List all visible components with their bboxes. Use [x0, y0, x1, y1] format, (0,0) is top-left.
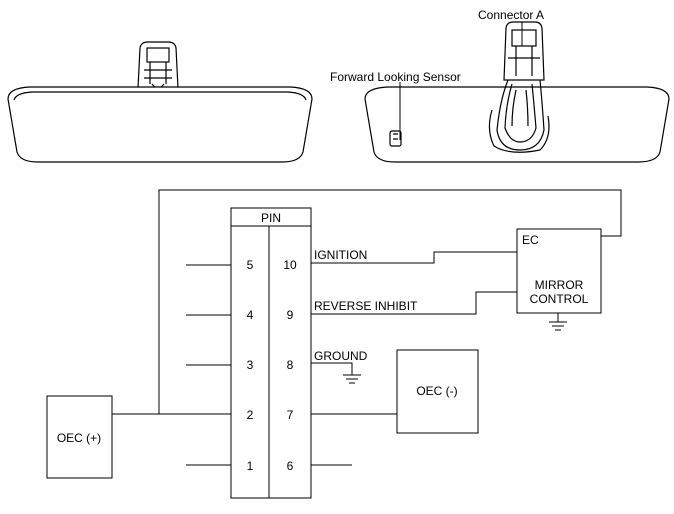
- pin-8: 8: [287, 358, 294, 372]
- pin-6: 6: [287, 459, 294, 473]
- oec-plus-box: [46, 395, 113, 479]
- pin-1: 1: [247, 459, 254, 473]
- pin-3: 3: [247, 358, 254, 372]
- ground-label: GROUND: [314, 349, 368, 363]
- pin-header: PIN: [261, 211, 281, 225]
- mirror-label: MIRROR: [535, 278, 584, 292]
- ignition-label: IGNITION: [314, 248, 367, 262]
- pin-2: 2: [247, 408, 254, 422]
- pin-10: 10: [283, 258, 297, 272]
- forward-looking-sensor-label: Forward Looking Sensor: [330, 70, 461, 84]
- mirror-rear-illustration: [364, 21, 670, 163]
- pin-5: 5: [247, 258, 254, 272]
- oec-plus-label: OEC (+): [57, 431, 101, 445]
- ec-label: EC: [522, 233, 539, 247]
- oec-minus-label: OEC (-): [416, 384, 457, 398]
- pin-4: 4: [247, 308, 254, 322]
- pin-connector-table: [230, 207, 312, 499]
- wiring: [112, 189, 622, 466]
- oec-minus-box: [396, 349, 479, 434]
- control-label: CONTROL: [530, 292, 589, 306]
- reverse-inhibit-label: REVERSE INHIBIT: [314, 299, 418, 313]
- ec-mirror-control-box: [516, 228, 602, 314]
- pin-9: 9: [287, 308, 294, 322]
- connector-a-label: Connector A: [478, 8, 544, 22]
- mirror-front-illustration: [7, 41, 313, 163]
- pin-7: 7: [287, 408, 294, 422]
